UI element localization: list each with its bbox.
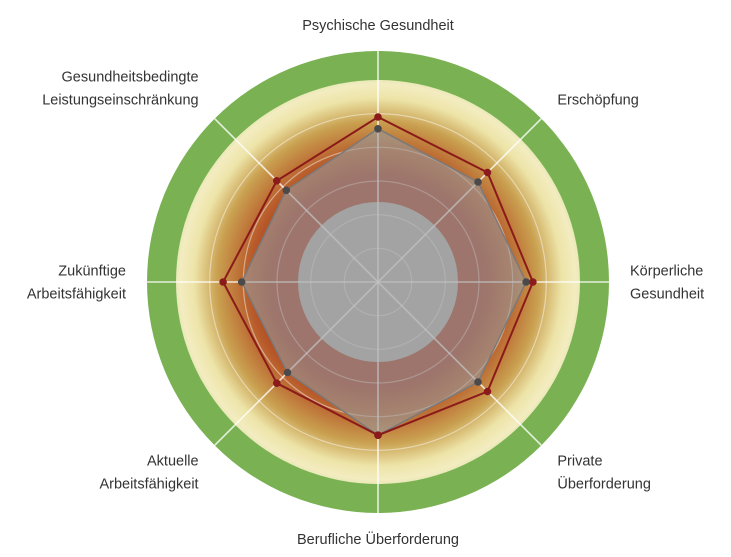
axis-label-line: Aktuelle xyxy=(147,453,199,469)
series-point xyxy=(273,177,281,185)
series-point xyxy=(282,186,291,195)
axis-label-line: Leistungseinschränkung xyxy=(42,93,198,109)
axis-label-line: Zukünftige xyxy=(58,264,126,280)
axis-label-line: Psychische Gesundheit xyxy=(302,18,454,34)
series-point xyxy=(237,278,246,286)
axis-label-line: Arbeitsfähigkeit xyxy=(99,476,198,492)
series-layer xyxy=(219,113,537,440)
series-point xyxy=(374,431,382,440)
series-point xyxy=(219,278,227,286)
axis-labels: Psychische GesundheitErschöpfungKörperli… xyxy=(27,18,704,548)
axis-label-line: Überforderung xyxy=(557,474,651,492)
series-point xyxy=(273,379,281,388)
axis-label-line: Berufliche Überforderung xyxy=(297,530,459,548)
axis-label-line: Gesundheitsbedingte xyxy=(62,70,199,86)
series-point xyxy=(529,278,537,286)
series-point xyxy=(522,278,530,286)
series-point xyxy=(374,113,382,121)
series-point xyxy=(474,378,482,386)
series-point xyxy=(374,125,382,133)
series-point xyxy=(483,387,492,396)
axis-label: Psychische Gesundheit xyxy=(302,18,454,34)
axis-label-line: Arbeitsfähigkeit xyxy=(27,287,126,303)
axis-label-line: Erschöpfung xyxy=(557,93,638,109)
axis-label-line: Körperliche xyxy=(630,264,703,280)
series-point xyxy=(283,368,292,377)
series-point xyxy=(474,178,482,186)
series-point xyxy=(483,168,492,177)
axis-label: Berufliche Überforderung xyxy=(297,530,459,548)
axis-label-line: Gesundheit xyxy=(630,287,704,303)
axis-label-line: Private xyxy=(557,453,602,469)
axis-label: Erschöpfung xyxy=(557,93,638,109)
